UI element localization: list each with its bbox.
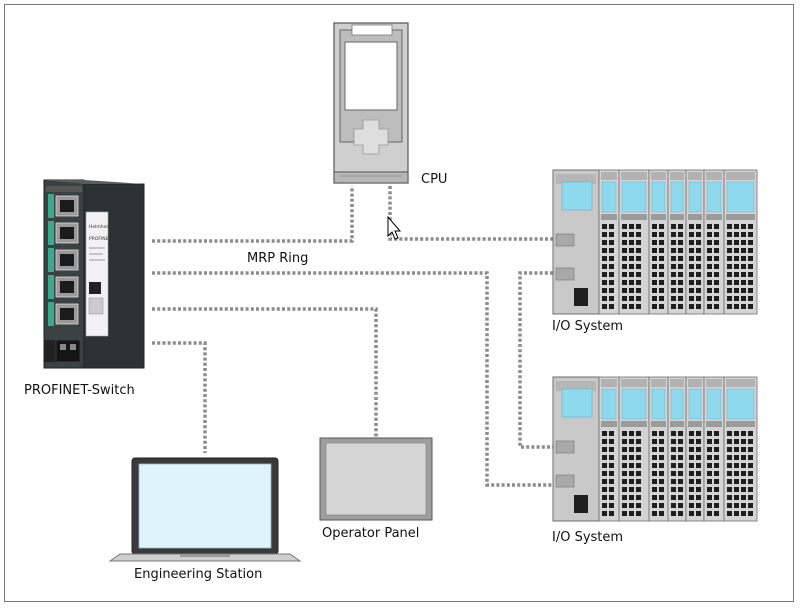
switch-port-X1P3: [48, 248, 79, 272]
engineering-station-device: [108, 457, 302, 562]
profinet-switch-device: Helmholz PROFINET: [43, 179, 145, 369]
link-switch-panel: [152, 307, 378, 437]
io-system-2-label: I/O System: [552, 530, 623, 545]
switch-product-text: PROFINET: [89, 236, 112, 242]
switch-brand-text: Helmholz: [89, 224, 111, 230]
link-cpu-io1: [388, 186, 553, 241]
cpu-label: CPU: [421, 172, 447, 187]
switch-port-X1P1: [48, 194, 79, 218]
operator-panel-device: [319, 437, 433, 521]
link-switch-station: [152, 341, 207, 453]
switch-port-X1P2: [48, 221, 79, 245]
mouse-cursor-icon: [387, 215, 402, 240]
io-system-1-device: [552, 169, 758, 315]
diagram-frame: [4, 4, 794, 602]
connection-lines: [152, 186, 553, 487]
switch-port-X1P4: [48, 275, 79, 299]
cpu-device: [333, 22, 409, 184]
io-system-2-device: [552, 376, 758, 522]
engineering-station-label: Engineering Station: [134, 567, 262, 582]
link-switch-cpu: [152, 186, 354, 243]
switch-port-X1P5: [48, 302, 79, 326]
link-io1-io2: [518, 271, 553, 449]
operator-panel-label: Operator Panel: [322, 526, 419, 541]
link-switch-io2: [152, 271, 553, 487]
switch-label: PROFINET-Switch: [24, 383, 135, 398]
io-system-1-label: I/O System: [552, 319, 623, 334]
mrp-ring-label: MRP Ring: [247, 251, 308, 266]
